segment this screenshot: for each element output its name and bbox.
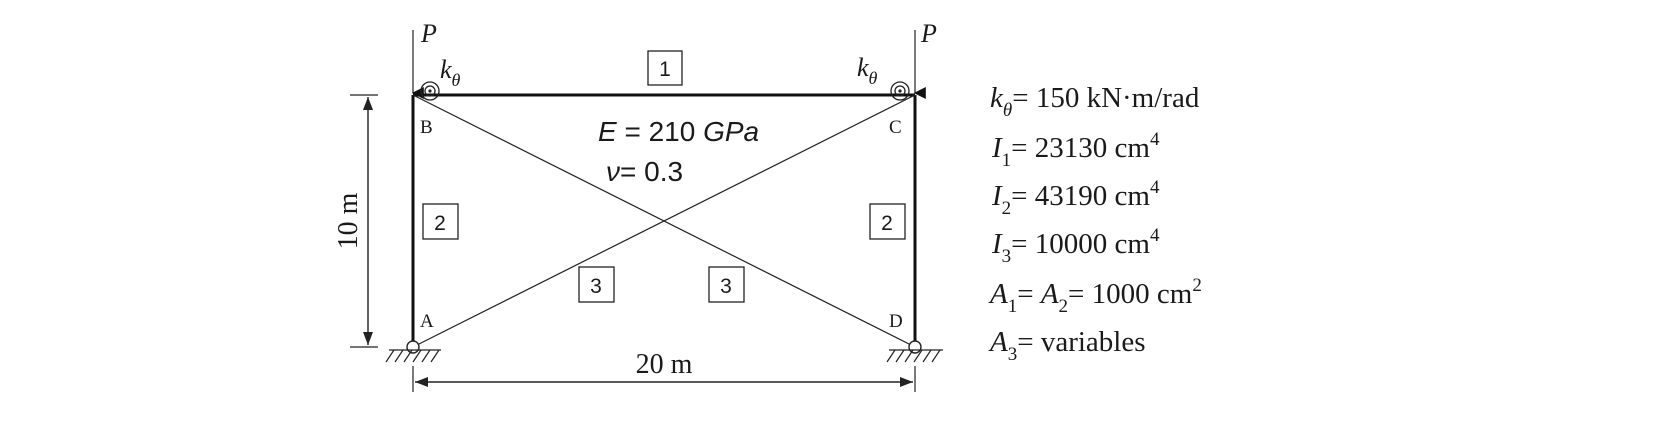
dimension-height-label: 10 m [333, 192, 364, 249]
spring-label-left: kθ [440, 55, 461, 90]
load-label-right: P [920, 19, 937, 48]
node-label-b: B [420, 117, 433, 138]
node-label-a: A [420, 311, 434, 332]
material-nu: ν= 0.3 [606, 156, 683, 187]
member-label-3-left: 3 [578, 266, 615, 303]
member-label-3-right: 3 [708, 266, 745, 303]
svg-text:3: 3 [720, 275, 732, 298]
dimension-width-label: 20 m [636, 349, 693, 380]
dimension-height [350, 94, 378, 348]
svg-text:3: 3 [590, 275, 602, 298]
pin-support-d [886, 340, 943, 363]
spring-label-right: kθ [857, 53, 878, 88]
property-a3: A3= variables [988, 326, 1146, 365]
property-k-theta: kθ= 150 kN·m/rad [990, 82, 1200, 121]
property-list: kθ= 150 kN·m/rad I1= 23130 cm4 I2= 43190… [988, 82, 1202, 365]
node-label-d: D [889, 311, 903, 332]
material-e: E = 210 GPa [598, 116, 759, 147]
property-i3: I3= 10000 cm4 [991, 225, 1160, 267]
property-i1: I1= 23130 cm4 [991, 129, 1160, 171]
member-diagonal-ac [412, 94, 916, 348]
property-i2: I2= 43190 cm4 [991, 177, 1160, 219]
load-label-left: P [420, 19, 437, 48]
member-label-2-left: 2 [422, 203, 459, 240]
spring-icon-right [890, 81, 910, 101]
svg-text:2: 2 [434, 212, 446, 235]
node-label-c: C [889, 117, 902, 138]
member-label-2-right: 2 [869, 203, 906, 240]
member-label-1: 1 [647, 50, 683, 86]
svg-text:1: 1 [659, 58, 671, 81]
dimension-width [412, 366, 916, 392]
property-a1-a2: A1= A2= 1000 cm2 [988, 275, 1202, 317]
spring-icon-left [420, 81, 440, 101]
pin-support-a [385, 340, 441, 363]
svg-text:2: 2 [881, 212, 893, 235]
